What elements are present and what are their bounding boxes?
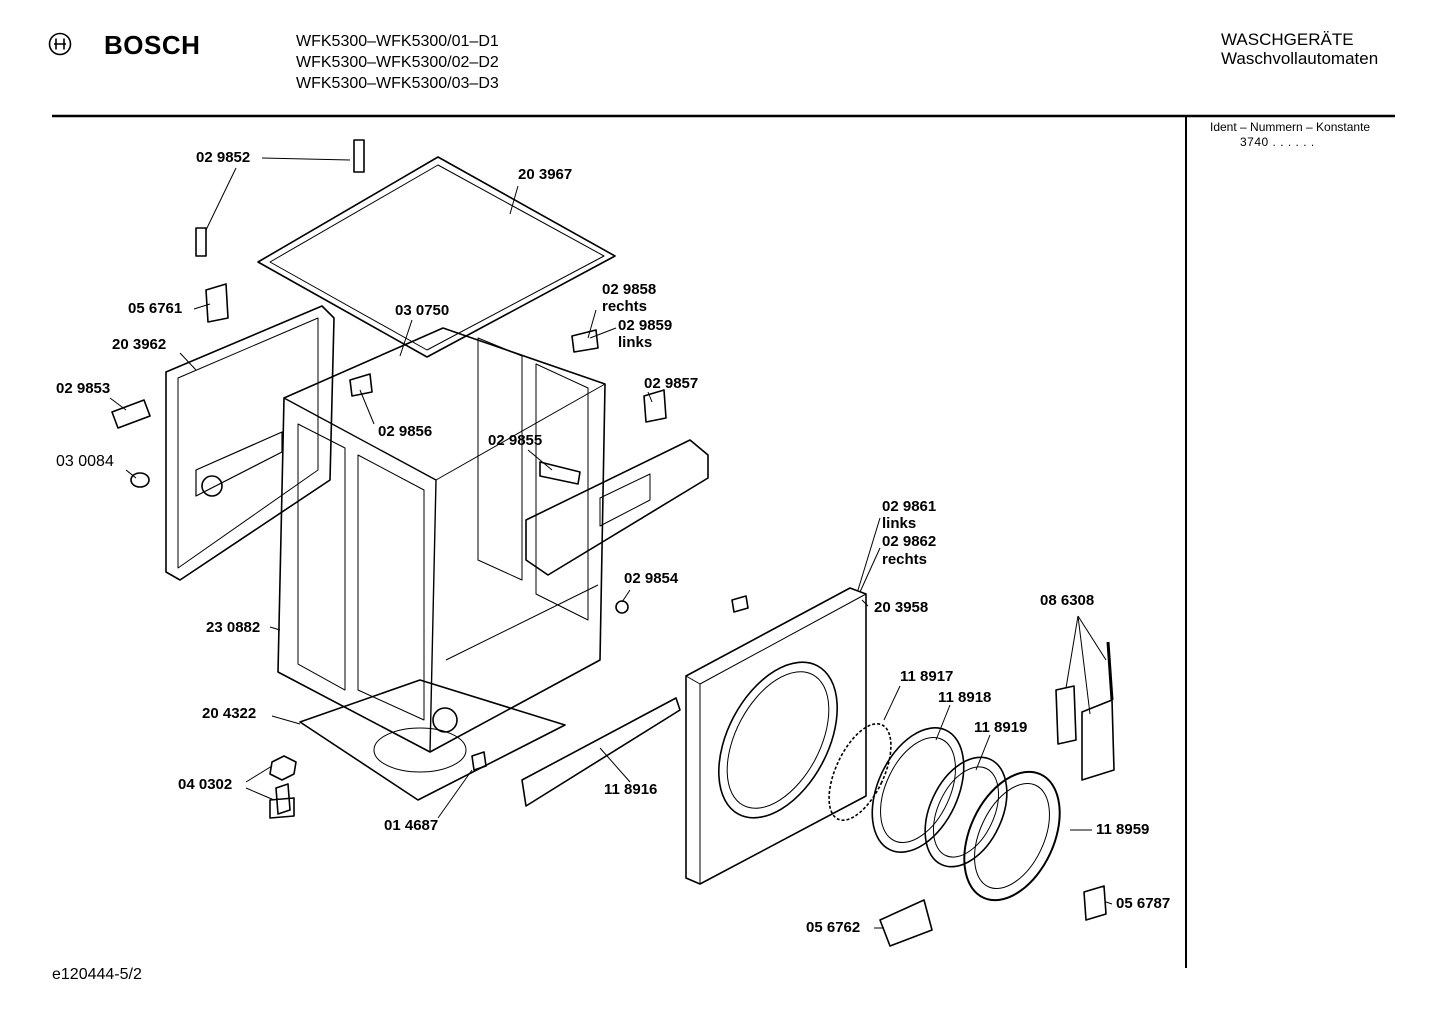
base-plate-part [299, 679, 566, 801]
part-label-links: links [882, 515, 917, 532]
control-bracket-part [525, 439, 709, 576]
part-label-118917: 11 8917 [900, 668, 954, 685]
part-label-086308: 08 6308 [1040, 592, 1095, 609]
part-label-rechts: rechts [882, 551, 928, 568]
model-line: WFK5300–WFK5300/01–D1 [296, 33, 499, 50]
part-label-029859: 02 9859 [618, 317, 673, 334]
part-label-links: links [618, 334, 653, 351]
frame-lines [52, 114, 1395, 968]
model-line: WFK5300–WFK5300/03–D3 [296, 75, 499, 92]
part-label-029852: 02 9852 [196, 149, 251, 166]
part-label-029855: 02 9855 [488, 432, 543, 449]
leader-lines [109, 157, 1113, 929]
part-label-030750: 03 0750 [395, 302, 450, 319]
category-block: WASCHGERÄTE Waschvollautomaten [1221, 30, 1378, 68]
part-label-014687: 01 4687 [384, 817, 439, 834]
part-label-056762: 05 6762 [806, 919, 861, 936]
part-label-029853: 02 9853 [56, 380, 111, 397]
part-label-029856: 02 9856 [378, 423, 433, 440]
trim-strip-part [521, 697, 681, 807]
top-cover-part [257, 156, 616, 358]
part-label-rechts: rechts [602, 298, 648, 315]
part-label-203967: 20 3967 [518, 166, 573, 183]
part-label-118916: 11 8916 [604, 781, 658, 798]
model-list: WFK5300–WFK5300/01–D1 WFK5300–WFK5300/02… [296, 31, 499, 94]
part-label-204322: 20 4322 [202, 705, 257, 722]
category-title: WASCHGERÄTE [1221, 30, 1354, 49]
part-label-029862: 02 9862 [882, 533, 937, 550]
part-label-029858: 02 9858 [602, 281, 657, 298]
drawing-code: e120444-5/2 [52, 966, 142, 983]
part-label-118959: 11 8959 [1096, 821, 1150, 838]
side-panel-part [165, 305, 335, 581]
part-label-040302: 04 0302 [178, 776, 233, 793]
part-label-118918: 11 8918 [938, 689, 992, 706]
category-subtitle: Waschvollautomaten [1221, 49, 1379, 68]
part-label-056787: 05 6787 [1116, 895, 1171, 912]
ident-label: Ident – Nummern – Konstante [1210, 120, 1371, 134]
brand-name: BOSCH [104, 30, 201, 60]
small-parts [111, 139, 1107, 947]
cabinet-body-part [277, 327, 606, 753]
part-label-029861: 02 9861 [882, 498, 937, 515]
part-label-230882: 23 0882 [206, 619, 261, 636]
part-label-203958: 20 3958 [874, 599, 929, 616]
part-label-118919: 11 8919 [974, 719, 1028, 736]
door-ring-part [828, 722, 1061, 902]
part-label-029854: 02 9854 [624, 570, 679, 587]
part-label-203962: 20 3962 [112, 336, 167, 353]
ident-constant: 3740 . . . . . . [1240, 135, 1315, 149]
part-label-030084: 03 0084 [56, 453, 114, 470]
front-panel-part [685, 587, 867, 885]
bosch-logo-icon [48, 32, 72, 56]
hinge-part [1055, 641, 1115, 781]
part-label-029857: 02 9857 [644, 375, 699, 392]
model-line: WFK5300–WFK5300/02–D2 [296, 54, 499, 71]
part-label-056761: 05 6761 [128, 300, 183, 317]
